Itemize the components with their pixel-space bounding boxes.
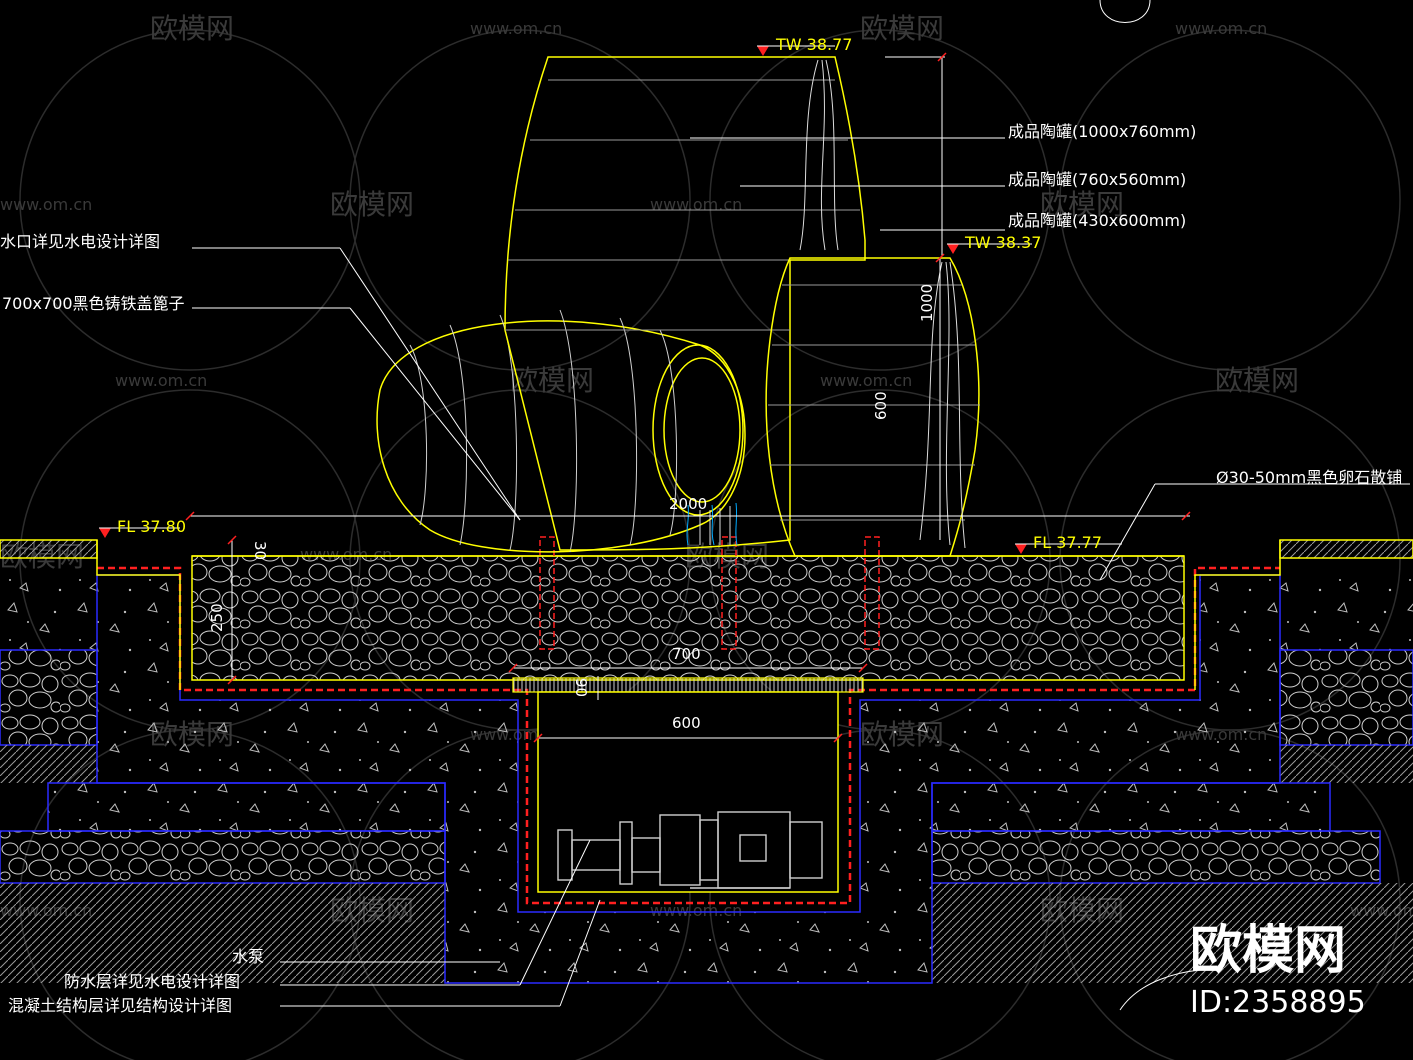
- label-grate: 700x700黑色铸铁盖篦子: [2, 294, 185, 313]
- level-tw-mid: TW 38.37: [964, 233, 1041, 252]
- watermark-url: www.om.cn: [820, 371, 912, 390]
- dim-2000: 2000: [669, 495, 707, 513]
- label-pebbles: Ø30-50mm黑色卵石散铺: [1216, 468, 1402, 487]
- level-fl-right: FL 37.77: [1033, 533, 1102, 552]
- label-jar-mid: 成品陶罐(760x560mm): [1008, 170, 1186, 189]
- label-jar-small: 成品陶罐(430x600mm): [1008, 211, 1186, 230]
- watermark-brand: 欧模网: [150, 12, 234, 45]
- medium-jar: [765, 257, 980, 557]
- watermark-url: www.om.cn: [650, 195, 742, 214]
- callout-labels: 成品陶罐(1000x760mm) 成品陶罐(760x560mm) 成品陶罐(43…: [0, 122, 1402, 1015]
- label-outlet: 进水口详见水电设计详图: [0, 232, 160, 251]
- dimension-lines: [190, 56, 1190, 739]
- level-fl-left: FL 37.80: [117, 517, 186, 536]
- dim-250: 250: [208, 603, 226, 632]
- large-jar: [504, 56, 866, 551]
- level-triangle-icon: [99, 528, 111, 538]
- dim-90: 90: [572, 678, 590, 697]
- level-triangle-icon: [757, 46, 769, 56]
- watermark-logo: 欧模网: [1190, 921, 1346, 981]
- watermark-url: www.om.cn: [1175, 19, 1267, 38]
- leader-lines: [192, 137, 1410, 1007]
- dim-30: 30: [251, 541, 269, 560]
- lying-jar: [376, 309, 746, 553]
- watermark-url: www.om.cn: [470, 19, 562, 38]
- watermark-brand: 欧模网: [330, 188, 414, 221]
- label-waterproof: 防水层详见水电设计详图: [64, 972, 240, 991]
- watermark-url: www.om.cn: [115, 371, 207, 390]
- watermark-brand: 欧模网: [510, 364, 594, 397]
- watermark-brand: 欧模网: [860, 12, 944, 45]
- dimension-labels: 1000 600 2000 30 250 700 90 600: [208, 284, 936, 732]
- level-markers: TW 38.77 TW 38.37 FL 37.80 FL 37.77: [99, 35, 1122, 554]
- ground-section: [0, 536, 1413, 984]
- watermark-brand: 欧模网: [1215, 364, 1299, 397]
- level-tw-top: TW 38.77: [775, 35, 852, 54]
- level-triangle-icon: [1015, 544, 1027, 554]
- label-jar-large: 成品陶罐(1000x760mm): [1008, 122, 1196, 141]
- dim-1000: 1000: [918, 284, 936, 322]
- dim-600-horizontal: 600: [672, 714, 701, 732]
- label-pump: 水泵: [232, 947, 264, 966]
- level-triangle-icon: [947, 244, 959, 254]
- drawing-fragment: [1099, 0, 1151, 23]
- dimension-ticks: [185, 52, 1191, 743]
- dim-700: 700: [672, 645, 701, 663]
- label-structure: 混凝土结构层详见结构设计详图: [8, 996, 232, 1015]
- water-spout: [686, 502, 738, 546]
- watermark-brand: 欧模网: [1040, 188, 1124, 221]
- drawing-fragment: [1119, 969, 1201, 1011]
- pump-icon: [557, 811, 823, 889]
- watermark-url: www.om.cn: [0, 195, 92, 214]
- water-streams: [699, 59, 966, 549]
- dim-600-vertical: 600: [872, 391, 890, 420]
- watermark-id: ID:2358895: [1190, 985, 1366, 1020]
